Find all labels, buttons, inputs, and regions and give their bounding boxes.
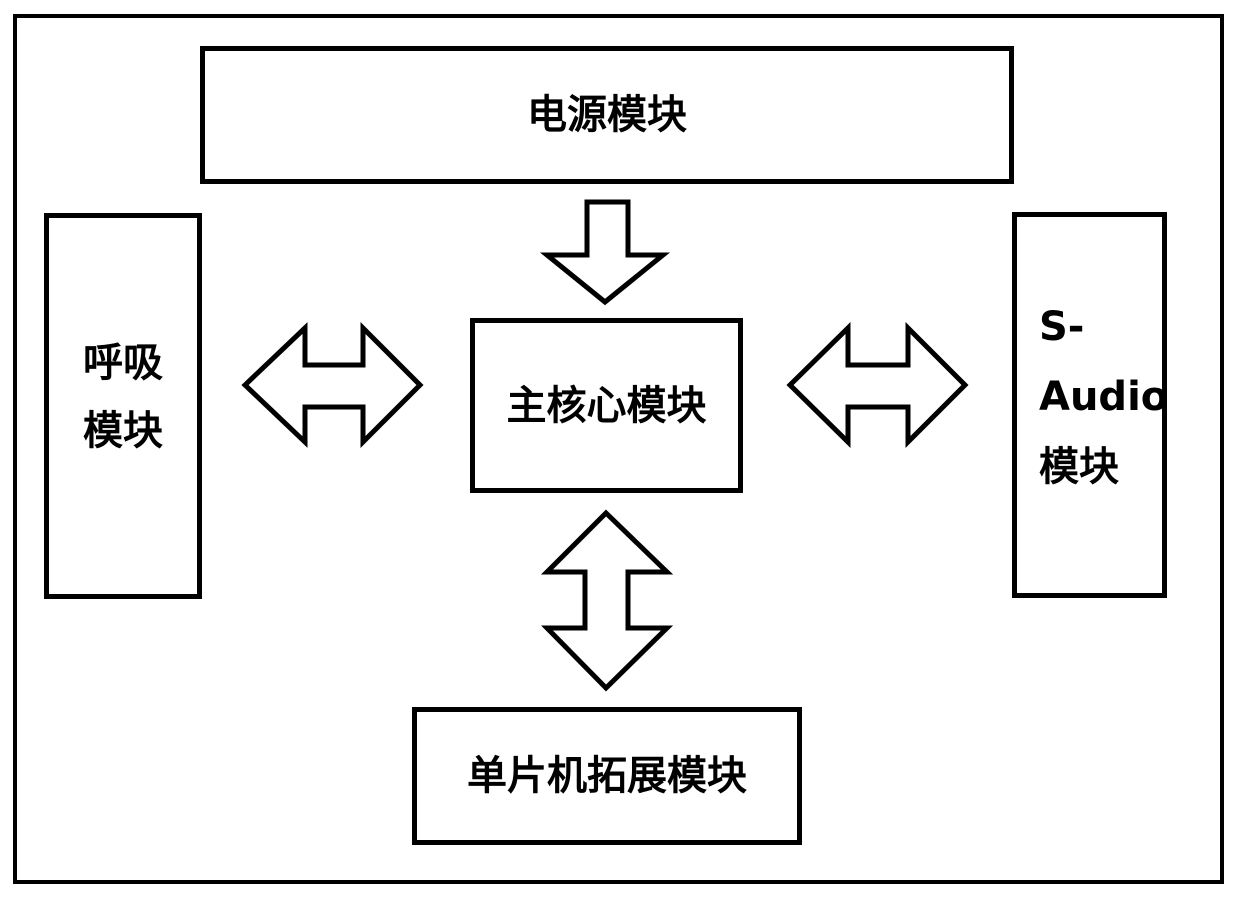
node-s-audio-label-line2: Audio (1039, 374, 1169, 420)
down-arrow-icon (539, 199, 671, 306)
node-breathing-label-line2: 模块 (83, 408, 163, 454)
node-mcu-expansion-label: 单片机拓展模块 (467, 753, 747, 799)
node-breathing-module: 呼吸 模块 (44, 213, 202, 599)
node-power-label: 电源模块 (527, 92, 687, 138)
node-power-module: 电源模块 (200, 46, 1014, 184)
node-main-core-module: 主核心模块 (470, 318, 743, 493)
right-double-arrow-icon (786, 321, 969, 449)
node-s-audio-label-line1: S- (1039, 304, 1085, 350)
node-breathing-label: 呼吸 模块 (83, 329, 163, 465)
node-s-audio-label: S- Audio 模块 (1017, 292, 1169, 502)
diagram-border (13, 14, 1224, 884)
node-s-audio-module: S- Audio 模块 (1012, 212, 1169, 598)
node-mcu-expansion-module: 单片机拓展模块 (412, 707, 802, 845)
node-s-audio-label-line3: 模块 (1039, 444, 1119, 490)
left-double-arrow-icon (241, 321, 424, 449)
node-breathing-label-line1: 呼吸 (83, 340, 163, 386)
vertical-double-arrow-icon (540, 509, 674, 692)
node-main-core-label: 主核心模块 (506, 382, 707, 429)
